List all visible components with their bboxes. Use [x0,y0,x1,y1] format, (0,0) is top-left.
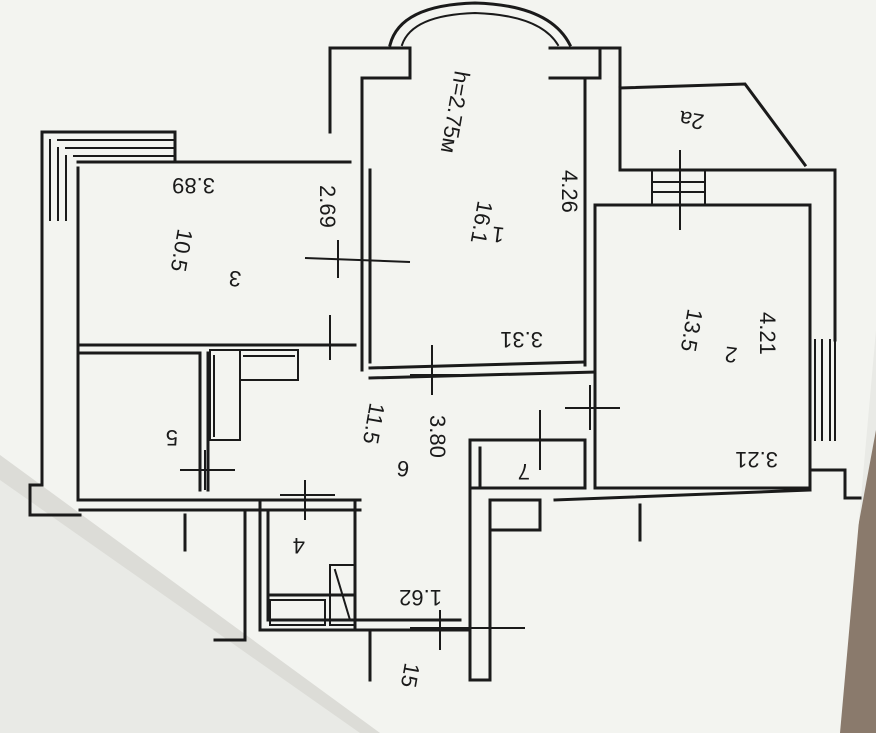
wall-entry [468,486,812,682]
dim-room1-width: 3.31 [500,327,543,352]
paper-shadow [0,455,380,733]
dim-hall-length: 3.80 [425,415,450,458]
dim-room3-width: 3.89 [172,173,215,198]
wall-room1-bottom [368,360,597,380]
wall-closet-upper [209,349,299,441]
wall-balcony [618,82,837,172]
room2-number: 2 [723,342,738,368]
wall-window-left [49,139,176,221]
wall-room2 [593,168,862,500]
wall-window-right [814,339,836,441]
room4-number: 4 [293,533,305,558]
dim-room2-depth: 4.21 [755,312,780,355]
room7-number: 7 [518,459,530,484]
wall-room1-right [583,76,597,490]
room2a-number: 2a [677,106,706,135]
wall-room1-top-right [548,46,622,90]
room5-number: 5 [166,425,178,450]
bathroom-fixtures [269,564,356,626]
dim-entry-mark: 15 [396,661,425,689]
wall-lower-left [183,503,642,682]
wall-bay-window-inner [400,11,560,47]
walls [28,1,862,682]
room1-number: 1 [490,222,505,248]
room3-number: 3 [227,266,242,292]
wall-room3-top [76,46,412,164]
dim-bath-width: 1.62 [399,585,442,610]
wall-room3-bottom [78,343,357,355]
dim-room1-depth: 4.26 [557,170,582,213]
wall-room5 [78,351,362,512]
wall-room1-left [360,160,372,372]
wall-bay-window [388,1,573,48]
dim-room3-depth: 2.69 [315,185,340,228]
dimension-ticks [180,150,681,650]
wall-outer-left [28,130,177,517]
room6-number: 6 [395,456,410,482]
dimension-labels: 4.26 3.31 3.89 2.69 4.21 3.21 3.80 1.62 … [172,170,780,690]
dim-room2-width: 3.21 [735,447,778,472]
